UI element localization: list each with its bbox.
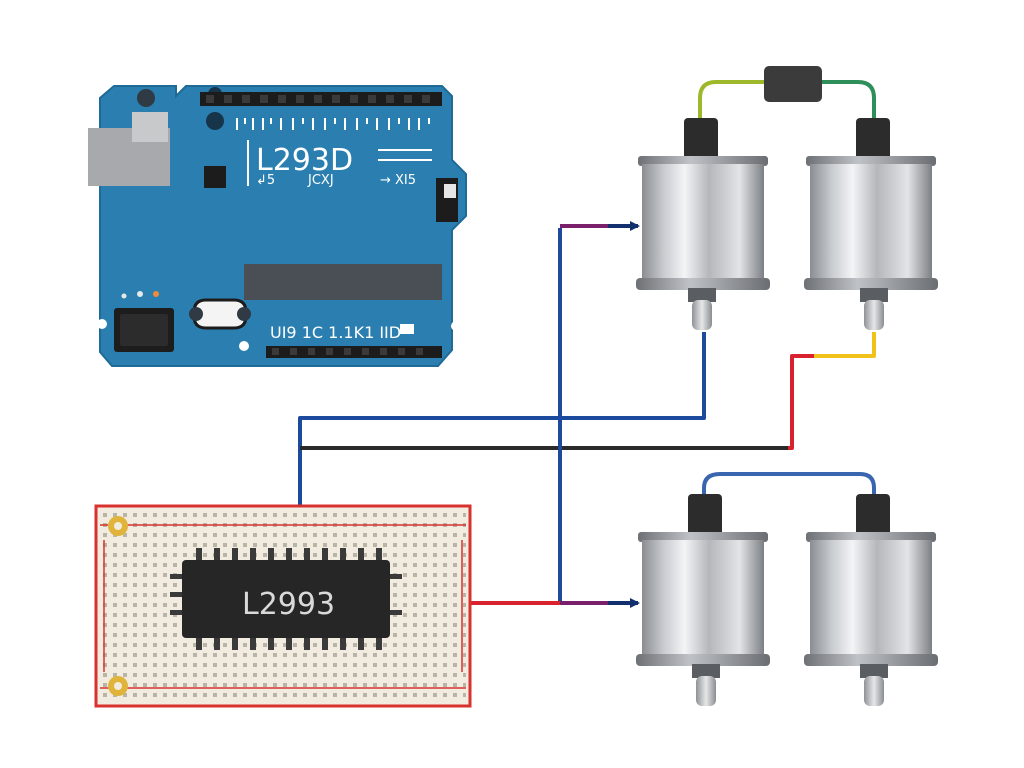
- wire-jumper-bottom: [702, 472, 876, 500]
- wire-blue-motor-top-left: [298, 332, 706, 548]
- chip-legs: [170, 548, 402, 650]
- wires: [298, 80, 876, 608]
- board-label-mid: JCXJ: [307, 173, 334, 188]
- inline-connector: [764, 66, 822, 102]
- motor-top-right: [804, 118, 938, 330]
- wire-red-riser: [788, 354, 814, 450]
- header-pins: [206, 95, 430, 103]
- board-label-right: → XI5: [380, 173, 416, 188]
- main-ic-slot: [244, 264, 442, 300]
- driver-chip-label: L2993: [242, 587, 335, 622]
- wire-jumper-top-right: [818, 80, 876, 118]
- microcontroller-board: L293D ↲5 JCXJ → XI5 UI9 1C 1.1K1 IID: [88, 85, 467, 367]
- board-label-left: ↲5: [256, 173, 275, 188]
- wire-jumper-top-left: [698, 80, 768, 118]
- small-ic: [204, 166, 226, 188]
- board-bottom-label: UI9 1C 1.1K1 IID: [270, 323, 401, 342]
- board-title: L293D: [256, 143, 353, 178]
- motor-bottom-right: [804, 494, 938, 706]
- motor-bottom-left: [636, 494, 770, 706]
- breadboard: L2993: [94, 504, 472, 708]
- silk-ticks: [236, 118, 430, 130]
- driver-chip: [182, 560, 390, 638]
- wire-yellow-motor-top-right: [814, 332, 876, 358]
- mount-hole-top-left: [137, 89, 155, 107]
- motor-top-left: [636, 118, 770, 330]
